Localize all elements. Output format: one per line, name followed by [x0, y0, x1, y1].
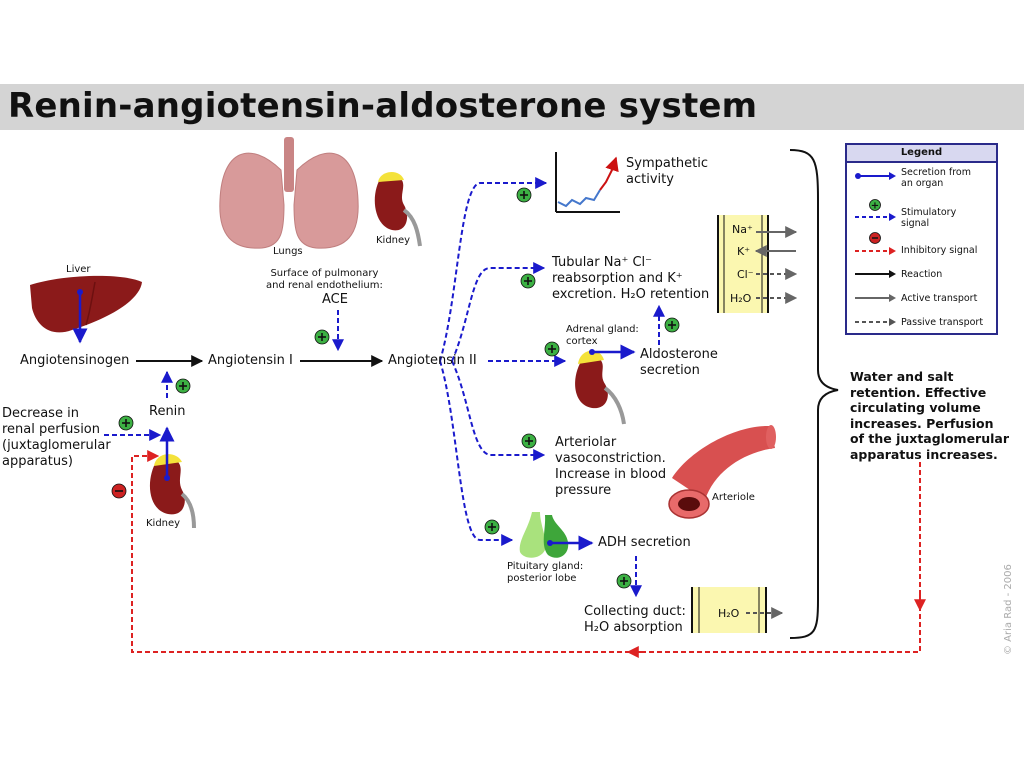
kidney-bottom-illustration	[149, 454, 196, 529]
sympathetic-graph-icon	[555, 152, 620, 213]
tubular-label: Tubular Na⁺ Cl⁻ reabsorption and K⁺ excr…	[552, 255, 710, 302]
adh-label: ADH secretion	[598, 535, 691, 550]
inhibitory-legend-icon	[855, 232, 896, 255]
kidney-top-illustration	[374, 171, 422, 247]
sympathetic-label: Sympathetic activity	[626, 156, 709, 187]
renin-label: Renin	[149, 404, 186, 419]
liver-label: Liver	[66, 264, 91, 275]
legend-secretion-label: Secretion from an organ	[901, 167, 971, 189]
ion-h2o-label: H₂O	[730, 292, 752, 305]
lungs-label: Lungs	[273, 246, 303, 257]
legend-active-label: Active transport	[901, 293, 978, 304]
duct-h2o-label: H₂O	[718, 607, 740, 620]
angiotensin-i-label: Angiotensin I	[208, 353, 293, 368]
reaction-legend-icon	[855, 270, 896, 278]
surface-label: Surface of pulmonary and renal endotheli…	[266, 268, 383, 291]
arteriole-illustration	[668, 425, 776, 519]
kidney-top-label: Kidney	[376, 235, 411, 246]
legend-reaction-label: Reaction	[901, 269, 943, 280]
credit-text: © Aria Rad - 2006	[1003, 564, 1014, 655]
tubule-illustration	[717, 215, 798, 313]
legend-box: Legend Secretion from an organ + Stimula…	[845, 143, 998, 335]
decrease-perfusion-label: Decrease in renal perfusion (juxtaglomer…	[2, 406, 111, 469]
pituitary-illustration	[519, 512, 569, 558]
collecting-duct-label: Collecting duct: H₂O absorption	[584, 604, 686, 635]
passive-transport-legend-icon	[855, 318, 896, 326]
summary-brace	[789, 149, 839, 639]
ion-cl-label: Cl⁻	[737, 268, 754, 281]
angiotensinogen-label: Angiotensinogen	[20, 353, 130, 368]
adrenal-label: Adrenal gland: cortex	[566, 324, 639, 347]
active-transport-legend-icon	[855, 294, 896, 302]
legend-inhibitory-label: Inhibitory signal	[901, 245, 978, 256]
ion-na-label: Na⁺	[732, 223, 753, 236]
ace-label: ACE	[322, 292, 348, 307]
svg-text:+: +	[871, 201, 879, 212]
adrenal-kidney-illustration	[575, 350, 626, 425]
secretion-legend-icon	[855, 172, 896, 180]
stimulatory-legend-icon: +	[855, 199, 896, 221]
collecting-duct-illustration	[691, 587, 784, 633]
ion-k-label: K⁺	[737, 245, 751, 258]
title-bar	[0, 84, 1024, 130]
kidney-bottom-label: Kidney	[146, 518, 181, 529]
pituitary-label: Pituitary gland: posterior lobe	[507, 561, 584, 584]
lungs-illustration	[219, 137, 359, 249]
angiotensin-ii-label: Angiotensin II	[388, 353, 477, 368]
water-salt-label: Water and salt retention. Effective circ…	[850, 369, 1010, 462]
liver-illustration	[30, 275, 142, 333]
page-title: Renin-angiotensin-aldosterone system	[8, 86, 758, 126]
angiotensin-ii-branches	[439, 177, 567, 546]
legend-title: Legend	[847, 145, 996, 163]
legend-passive-label: Passive transport	[901, 317, 984, 328]
aldosterone-label: Aldosterone secretion	[640, 347, 718, 378]
signal-badges	[111, 187, 680, 589]
legend-stimulatory-label: Stimulatory signal	[901, 207, 957, 229]
arteriole-label: Arteriole	[712, 492, 755, 503]
arteriolar-label: Arteriolar vasoconstriction. Increase in…	[555, 435, 667, 498]
